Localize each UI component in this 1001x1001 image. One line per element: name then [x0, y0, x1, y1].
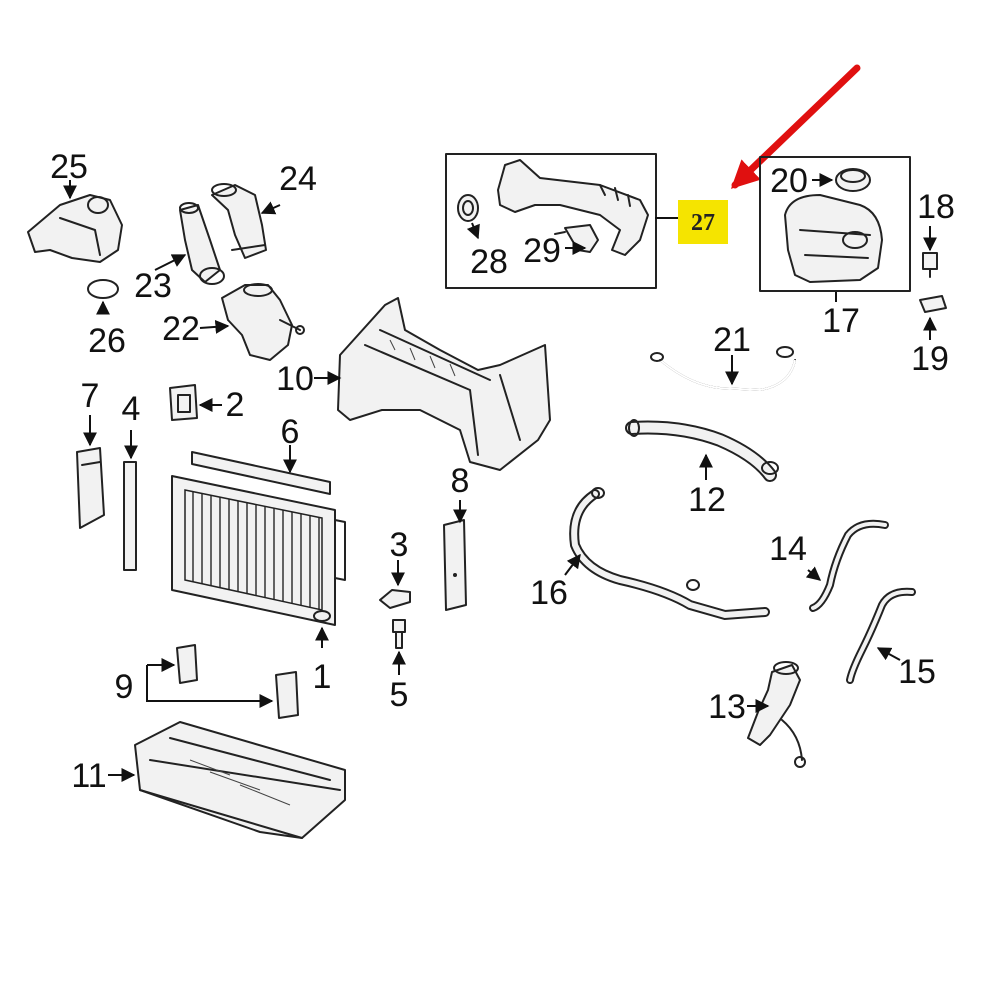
group-box-17 [759, 156, 911, 292]
hose-13 [747, 661, 806, 768]
bracket-2 [169, 384, 198, 421]
callout-21: 21 [713, 321, 751, 359]
thermostat-housing-25 [27, 194, 123, 263]
cap-28 [457, 194, 479, 222]
hose-23 [179, 202, 225, 285]
coolant-outlet-22 [221, 283, 305, 361]
callout-23: 23 [134, 267, 172, 305]
callout-11: 11 [71, 757, 106, 795]
callout-20: 20 [770, 162, 808, 200]
highlight-27 [678, 200, 728, 244]
hose-12 [625, 419, 779, 482]
bolt-5 [392, 619, 406, 649]
air-deflector-7 [76, 447, 105, 529]
callout-6: 6 [281, 413, 300, 451]
callout-7: 7 [81, 377, 100, 415]
callout-26: 26 [88, 322, 126, 360]
seal-4 [123, 461, 137, 571]
callout-27: 27 [691, 210, 715, 236]
callout-14: 14 [769, 530, 807, 568]
callout-13: 13 [708, 688, 746, 726]
group-box-27 [445, 153, 657, 289]
clip-19 [919, 295, 947, 313]
callout-3: 3 [390, 526, 409, 564]
callout-10: 10 [276, 360, 314, 398]
sensor-18 [922, 252, 938, 278]
under-cover-11 [134, 721, 346, 839]
gasket-26 [87, 279, 119, 299]
callout-29: 29 [523, 232, 561, 270]
hose-16 [569, 487, 770, 621]
valve-29 [554, 224, 599, 253]
callout-4: 4 [122, 390, 141, 428]
bracket-3 [379, 589, 411, 609]
callout-25: 25 [50, 148, 88, 186]
hose-14 [809, 519, 889, 612]
coolant-pipe-27 [497, 159, 649, 256]
expansion-tank-17 [784, 194, 883, 283]
callout-9: 9 [115, 668, 134, 706]
callout-8: 8 [451, 462, 470, 500]
callout-1: 1 [313, 658, 332, 696]
callout-2: 2 [226, 386, 245, 424]
red-pointer-arrow [730, 64, 861, 189]
callout-22: 22 [162, 310, 200, 348]
callout-16: 16 [530, 574, 568, 612]
callout-5: 5 [390, 676, 409, 714]
callout-12: 12 [688, 481, 726, 519]
callout-15: 15 [898, 653, 936, 691]
hose-15 [846, 587, 916, 684]
air-guide-8 [443, 519, 467, 611]
hose-21 [650, 346, 796, 392]
front-carrier-10 [337, 297, 551, 471]
tank-cap-20 [835, 168, 871, 192]
pad-9b [275, 671, 299, 719]
callout-24: 24 [279, 160, 317, 198]
callout-17: 17 [822, 302, 860, 340]
callout-28: 28 [470, 243, 508, 281]
callout-19: 19 [911, 340, 949, 378]
callout-18: 18 [917, 188, 955, 226]
radiator-1 [171, 475, 346, 626]
pad-9a [176, 644, 198, 684]
hose-24 [211, 183, 267, 259]
